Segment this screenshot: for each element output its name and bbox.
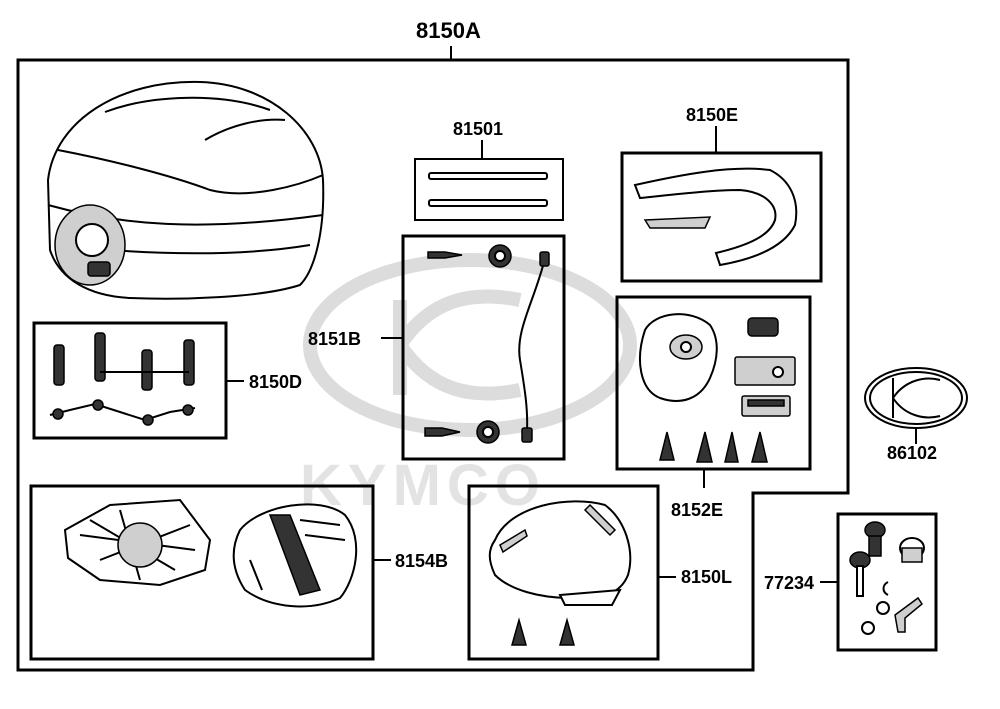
kymco-watermark: KYMCO <box>300 253 637 518</box>
label-8150L: 8150L <box>681 567 732 587</box>
base-plate-parts <box>63 498 358 608</box>
label-8150D: 8150D <box>249 372 302 392</box>
key-set-group: 77234 <box>764 512 938 652</box>
main-kit-outline <box>16 58 850 672</box>
strips-group: 81501 <box>414 119 564 221</box>
hinge-parts <box>49 332 196 426</box>
lid-l-parts <box>488 500 632 646</box>
label-81501: 81501 <box>453 119 503 139</box>
hinge-group: 8150D <box>32 321 302 440</box>
label-8150A: 8150A <box>416 18 481 43</box>
label-8150E: 8150E <box>686 105 738 125</box>
strap-parts <box>424 244 550 444</box>
badge-group: 86102 <box>864 367 968 463</box>
base-plate-group: 8154B <box>29 484 448 661</box>
lock-kit-parts <box>639 313 796 463</box>
lock-kit-group: 8152E <box>615 295 812 520</box>
top-case-illustration <box>46 80 325 300</box>
label-77234: 77234 <box>764 573 814 593</box>
strap-group: 8151B <box>308 234 566 461</box>
lid-l-group: 8150L <box>467 484 732 661</box>
key-set-parts <box>849 521 925 635</box>
label-8154B: 8154B <box>395 551 448 571</box>
cover-e-group: 8150E <box>620 105 823 283</box>
label-8151B: 8151B <box>308 329 361 349</box>
label-86102: 86102 <box>887 443 937 463</box>
label-8152E: 8152E <box>671 500 723 520</box>
